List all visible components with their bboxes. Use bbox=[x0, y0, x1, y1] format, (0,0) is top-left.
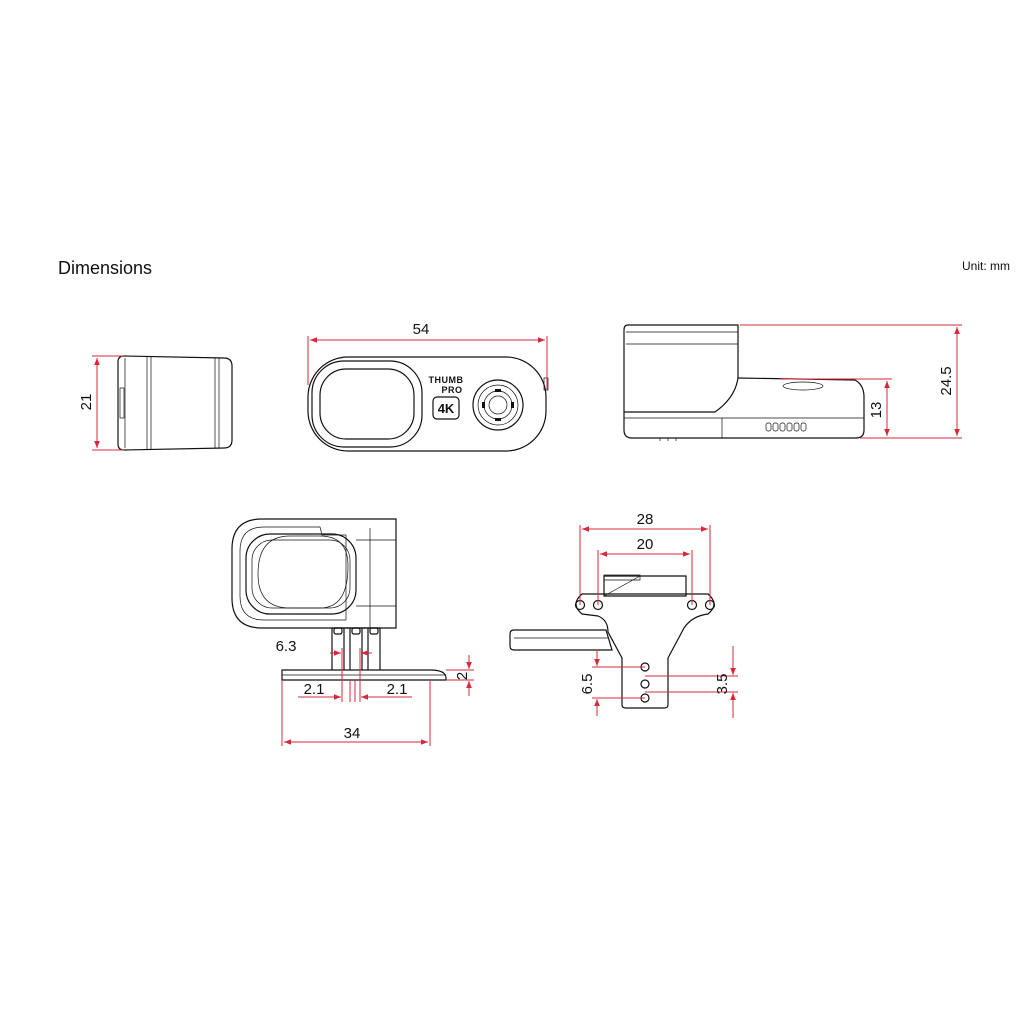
lens-button-icon bbox=[472, 379, 524, 431]
vent-holes-icon bbox=[765, 422, 807, 432]
base-width-label: 34 bbox=[344, 725, 361, 742]
side-height-label: 21 bbox=[78, 394, 95, 411]
unit-label: Unit: mm bbox=[962, 259, 1010, 273]
stem-pitch-label: 3.5 bbox=[714, 674, 731, 695]
badge-4k-text: 4K bbox=[438, 401, 455, 416]
brand-thumb-text: THUMB bbox=[429, 375, 464, 385]
side-height-dimension: 21 bbox=[78, 355, 124, 451]
top-height-dimensions: 24.5 13 bbox=[740, 324, 962, 439]
total-height-label: 24.5 bbox=[938, 366, 955, 395]
front-width-dimension: 54 bbox=[307, 321, 548, 390]
mount-bottom-view bbox=[509, 574, 716, 709]
mount-bottom-dimensions: 28 20 6.5 3.5 bbox=[579, 511, 738, 718]
body-height-label: 13 bbox=[868, 402, 885, 419]
page-title: Dimensions bbox=[58, 258, 153, 278]
brand-pro-text: PRO bbox=[441, 385, 462, 395]
hole-outer-label: 28 bbox=[637, 511, 654, 528]
hole-inner-label: 20 bbox=[637, 536, 654, 553]
mount-front-dimensions: 6.3 2.1 2.1 2 34 bbox=[276, 638, 474, 746]
mount-front-view bbox=[231, 518, 447, 681]
stem-height-label: 6.5 bbox=[579, 674, 596, 695]
top-view bbox=[623, 324, 865, 441]
bracket-thickness-label: 2 bbox=[454, 672, 471, 680]
front-width-label: 54 bbox=[413, 321, 430, 338]
hinge-width-label: 6.3 bbox=[276, 638, 297, 655]
side-view bbox=[117, 355, 233, 451]
front-view: THUMB PRO 4K bbox=[307, 356, 549, 452]
hinge-right-offset-label: 2.1 bbox=[387, 681, 408, 698]
hinge-left-offset-label: 2.1 bbox=[304, 681, 325, 698]
